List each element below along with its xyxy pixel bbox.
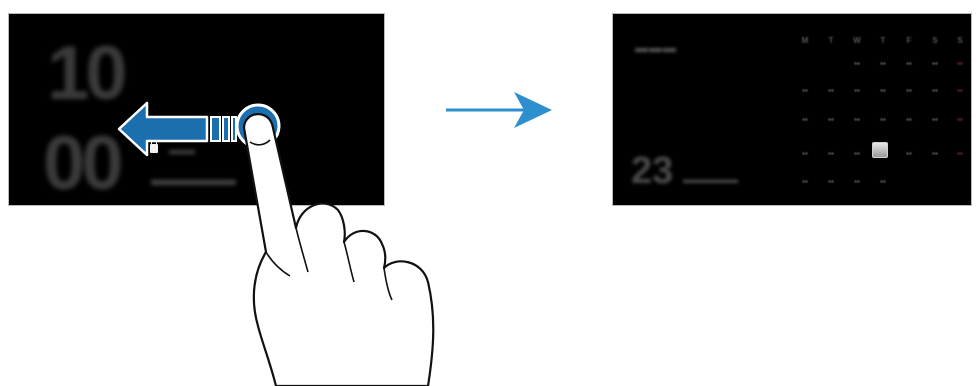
calendar-date-cell: ▪▪ — [872, 177, 894, 186]
right-arrow-icon — [446, 88, 552, 132]
calendar-date-cell: ▪▪ — [924, 115, 946, 124]
calendar-date-cell: ▪▪ — [846, 59, 868, 68]
calendar-date-cell: ▪▪ — [820, 86, 842, 95]
calendar-date-cell: ▪▪ — [846, 177, 868, 186]
calendar-today-marker — [872, 142, 888, 158]
calendar-date-cell: ▪▪ — [794, 115, 816, 124]
calendar-date-cell: ▪▪ — [949, 115, 971, 124]
calendar-weekday-header: T — [820, 36, 842, 45]
calendar-date-cell: ▪▪ — [872, 59, 894, 68]
calendar-date-cell: ▪▪ — [924, 86, 946, 95]
calendar-date-cell: ▪▪ — [949, 59, 971, 68]
calendar-date-cell: ▪▪ — [898, 86, 920, 95]
calendar-date-cell: ▪▪ — [924, 59, 946, 68]
calendar-date-cell: ▪▪ — [846, 115, 868, 124]
hand-pointer-icon — [224, 86, 450, 386]
clock-minutes: 00 — [43, 126, 120, 202]
calendar-date-cell: ▪▪ — [846, 86, 868, 95]
calendar-date-cell: ▪▪ — [820, 177, 842, 186]
calendar-weekday-header: W — [846, 36, 868, 45]
calendar-date-cell: ▪▪ — [820, 115, 842, 124]
calendar-date-cell: ▪▪ — [949, 149, 971, 158]
calendar-date-cell: ▪▪ — [872, 86, 894, 95]
calendar-date-cell: ▪▪ — [898, 115, 920, 124]
calendar-date-cell: ▪▪ — [872, 115, 894, 124]
calendar-date-cell: ▪▪ — [794, 86, 816, 95]
lock-screen-calendar: ▬▬▬ 23 ▬▬▬▬▬ M T W T F S S ▪▪▪▪▪▪▪▪▪▪▪▪▪… — [612, 13, 972, 206]
calendar-date-cell: ▪▪ — [898, 59, 920, 68]
calendar-date-cell: ▪▪ — [924, 149, 946, 158]
calendar-date-cell: ▪▪ — [820, 149, 842, 158]
calendar-weekday-header: S — [924, 36, 946, 45]
calendar-date-cell: ▪▪ — [898, 149, 920, 158]
calendar-weekday-header: M — [794, 36, 816, 45]
clock-hours: 10 — [47, 36, 124, 112]
calendar-weekday-label: ▬▬▬▬▬ — [683, 174, 738, 186]
calendar-date-cell: ▪▪ — [794, 177, 816, 186]
calendar-month-label: ▬▬▬ — [635, 40, 677, 55]
calendar-weekday-header: S — [949, 36, 971, 45]
calendar-weekday-header: F — [898, 36, 920, 45]
calendar-day-number: 23 — [631, 152, 673, 190]
calendar-date-cell: ▪▪ — [794, 149, 816, 158]
calendar-date-cell: ▪▪ — [949, 86, 971, 95]
calendar-weekday-header: T — [872, 36, 894, 45]
calendar-date-cell: ▪▪ — [846, 149, 868, 158]
